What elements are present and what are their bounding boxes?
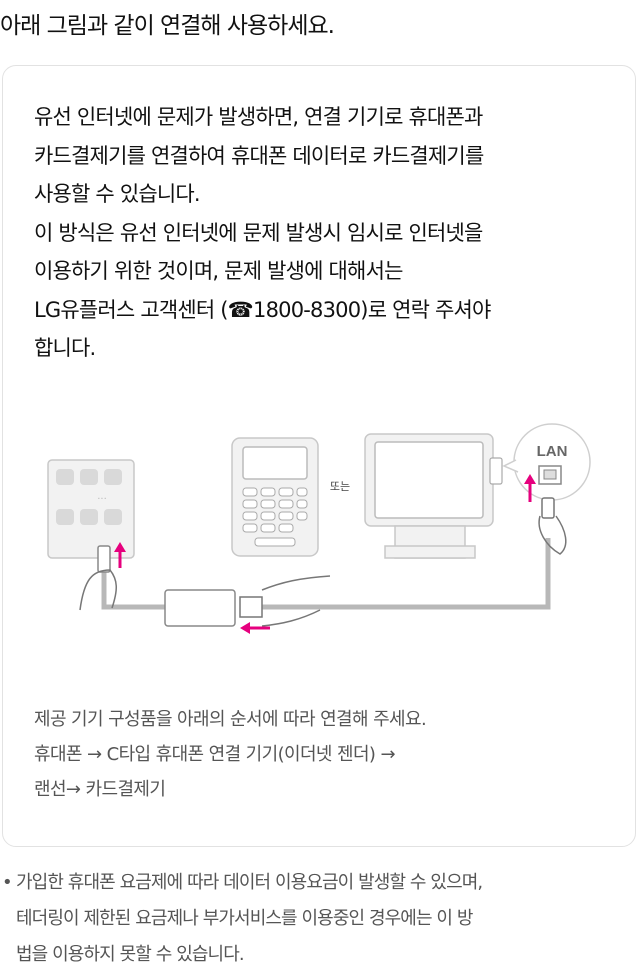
intro-line: 이용하기 위한 것이며, 문제 발생에 대해서는 — [34, 259, 403, 283]
intro-line: 합니다. — [34, 336, 96, 360]
adapter-arrow-icon — [240, 622, 270, 634]
usb-c-plug-icon — [79, 545, 117, 611]
lan-arrow-icon — [524, 474, 536, 502]
connection-steps: 제공 기기 구성품을 아래의 순서에 따라 연결해 주세요. 휴대폰 → C타입… — [34, 702, 624, 807]
steps-line: 랜선→ 카드결제기 — [34, 779, 166, 800]
phone-arrow-icon — [114, 542, 126, 568]
steps-line: 제공 기기 구성품을 아래의 순서에 따라 연결해 주세요. — [34, 709, 427, 730]
note-text: 테더링이 제한된 요금제나 부가서비스를 이용중인 경우에는 이 방 — [16, 908, 473, 929]
usb-cable — [101, 570, 168, 610]
note-text: 가입한 휴대폰 요금제에 따라 데이터 이용요금이 발생할 수 있으며, — [16, 872, 483, 893]
connection-diagram: ··· 또는 LAN — [47, 423, 591, 634]
lan-plug-icon — [538, 497, 567, 555]
or-label: 또는 — [330, 480, 350, 493]
note-line: 법을 이용하지 못할 수 있습니다. — [0, 937, 640, 973]
card-terminal-illustration — [231, 437, 319, 557]
note-line: 테더링이 제한된 요금제나 부가서비스를 이용중인 경우에는 이 방 — [0, 901, 640, 937]
lan-label: LAN — [537, 443, 568, 460]
note-bullet: • — [2, 872, 13, 893]
intro-text: 유선 인터넷에 문제가 발생하면, 연결 기기로 휴대폰과 카드결제기를 연결하… — [34, 98, 624, 368]
svg-text:···: ··· — [97, 494, 107, 505]
lan-cable — [262, 538, 551, 610]
lan-port-callout — [502, 423, 591, 501]
intro-line: 사용할 수 있습니다. — [34, 182, 201, 206]
intro-line: 유선 인터넷에 문제가 발생하면, 연결 기기로 휴대폰과 — [34, 105, 483, 129]
note-line: • 가입한 휴대폰 요금제에 따라 데이터 이용요금이 발생할 수 있으며, — [0, 865, 640, 901]
intro-line: 카드결제기를 연결하여 휴대폰 데이터로 카드결제기를 — [34, 143, 484, 168]
ethernet-adapter-illustration — [164, 575, 331, 627]
usage-note: • 가입한 휴대폰 요금제에 따라 데이터 이용요금이 발생할 수 있으며, 테… — [0, 865, 640, 973]
intro-line: 이 방식은 유선 인터넷에 문제 발생시 임시로 인터넷을 — [34, 220, 483, 245]
intro-line: LG유플러스 고객센터 (☎1800-8300)로 연락 주셔야 — [34, 297, 491, 322]
steps-line: 휴대폰 → C타입 휴대폰 연결 기기(이더넷 젠더) → — [34, 744, 396, 765]
note-text: 법을 이용하지 못할 수 있습니다. — [16, 944, 245, 965]
phone-illustration: ··· — [47, 459, 135, 559]
pos-terminal-illustration — [364, 433, 503, 559]
page-heading: 아래 그림과 같이 연결해 사용하세요. — [0, 13, 335, 39]
